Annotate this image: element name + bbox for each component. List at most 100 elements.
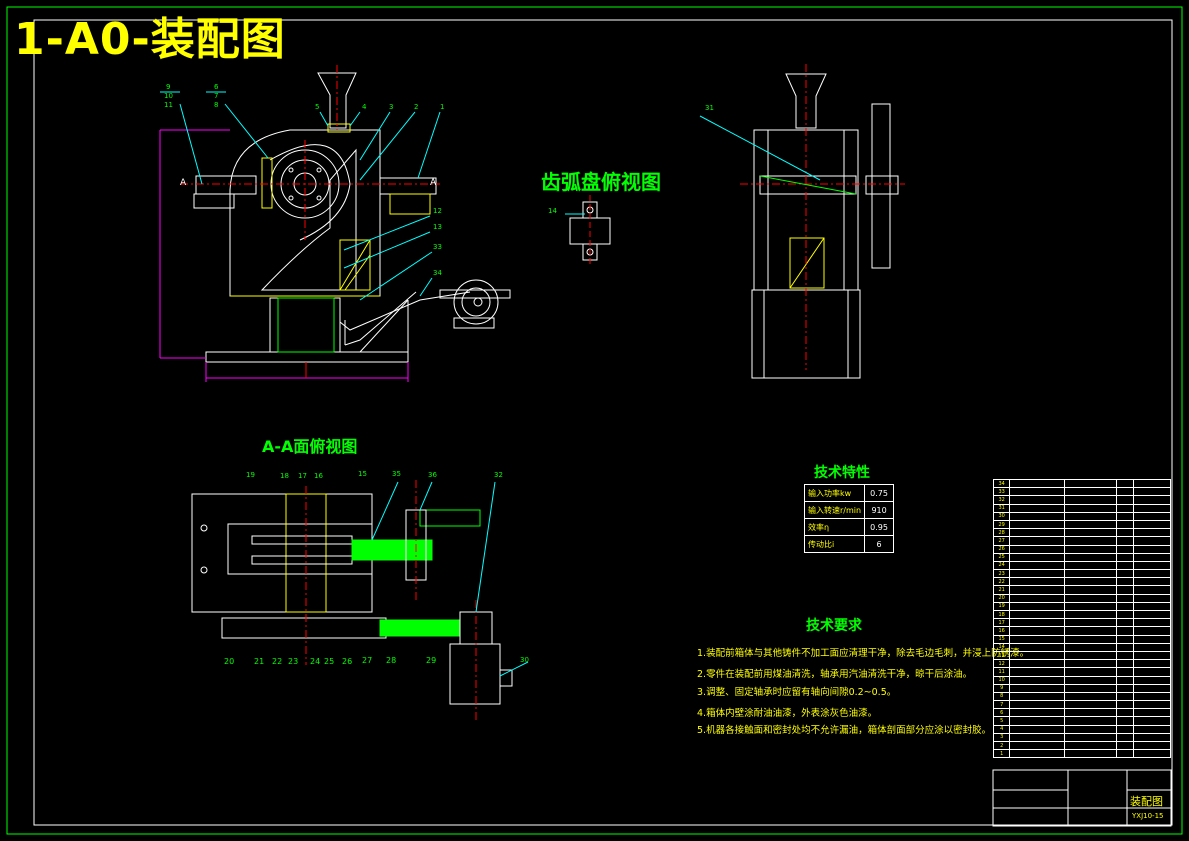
bom-cell-r [1132,700,1172,710]
bom-cell-r [1132,618,1172,628]
bom-cell-n: 31 [992,503,1011,513]
section-mark-right: A [430,178,437,188]
bom-cell-n: 11 [992,667,1011,677]
bom-cell-m [1064,478,1118,489]
bom-cell-n: 19 [992,601,1011,612]
bom-cell-m [1064,659,1118,669]
bom-cell-m [1064,601,1118,612]
bom-cell-n: 34 [992,478,1011,489]
bom-cell-r [1132,749,1172,759]
sheet-title: 1-A0-装配图 [14,14,286,65]
bom-cell-q [1116,740,1134,751]
part-label-14: 14 [548,207,557,215]
bom-cell-n: 5 [992,716,1011,726]
part-label-30: 30 [520,656,529,664]
bom-cell-n: 8 [992,691,1011,702]
bom-cell-r [1132,569,1172,579]
bom-cell-n: 29 [992,519,1011,530]
bom-row: 27 [992,536,1172,546]
bom-cell-n: 30 [992,511,1011,521]
bom-cell-r [1132,708,1172,718]
bom-cell-n: 27 [992,536,1011,546]
bom-cell-q [1116,683,1134,693]
bom-cell-m [1064,618,1118,628]
part-label-36: 36 [428,471,437,479]
bom-cell-m [1064,724,1118,734]
part-label-22: 22 [272,657,283,666]
bom-cell-c [1009,732,1066,743]
bom-cell-c [1009,569,1066,579]
bom-cell-q [1116,519,1134,530]
bom-cell-q [1116,691,1134,702]
part-label-35: 35 [392,470,401,478]
bom-cell-r [1132,478,1172,489]
title-block-name: 装配图 [1130,795,1163,808]
bom-row: 31 [992,503,1172,513]
part-label-31: 31 [705,104,714,112]
bom-cell-m [1064,749,1118,759]
bom-cell-c [1009,593,1066,603]
part-label-16: 16 [314,472,323,480]
bom-row: 7 [992,700,1172,710]
tech-req-item-4: 4.箱体内壁涂耐油油漆，外表涂灰色油漆。 [697,708,878,719]
bom-row: 11 [992,667,1172,677]
bom-cell-n: 22 [992,577,1011,587]
bom-cell-q [1116,503,1134,513]
bom-cell-n: 4 [992,724,1011,734]
bom-row: 2 [992,740,1172,751]
bom-cell-c [1009,560,1066,571]
bom-cell-m [1064,716,1118,726]
bom-row: 33 [992,487,1172,497]
bom-row: 1 [992,749,1172,759]
bom-cell-m [1064,495,1118,505]
bom-cell-r [1132,716,1172,726]
part-label-18: 18 [280,472,289,480]
bom-cell-c [1009,519,1066,530]
part-label-9: 9 [166,83,171,91]
bom-cell-m [1064,536,1118,546]
part-label-2: 2 [414,103,419,111]
part-label-1: 1 [440,103,445,111]
bom-cell-n: 25 [992,552,1011,562]
bom-row: 8 [992,691,1172,702]
bom-cell-r [1132,593,1172,603]
part-label-23: 23 [288,657,299,666]
bom-cell-m [1064,593,1118,603]
bom-cell-c [1009,683,1066,693]
bom-cell-r [1132,675,1172,685]
bom-cell-n: 1 [992,749,1011,759]
bom-cell-m [1064,634,1118,644]
bom-cell-m [1064,667,1118,677]
bom-cell-m [1064,609,1118,620]
bom-cell-c [1009,577,1066,587]
arc-plate-view-title: 齿弧盘俯视图 [541,170,661,194]
bom-cell-c [1009,503,1066,513]
bom-cell-m [1064,552,1118,562]
bom-cell-c [1009,536,1066,546]
part-label-26: 26 [342,657,353,666]
bom-row: 19 [992,601,1172,612]
bom-cell-m [1064,569,1118,579]
bom-cell-c [1009,544,1066,554]
bom-cell-n: 28 [992,528,1011,538]
bom-cell-n: 3 [992,732,1011,743]
bom-cell-c [1009,495,1066,505]
part-label-17: 17 [298,472,307,480]
part-label-11: 11 [164,101,173,109]
bom-cell-m [1064,560,1118,571]
part-label-27: 27 [362,656,373,665]
bom-cell-r [1132,642,1172,652]
bom-cell-r [1132,503,1172,513]
part-label-8: 8 [214,101,219,109]
bom-cell-q [1116,536,1134,546]
bom-cell-r [1132,536,1172,546]
bom-cell-c [1009,740,1066,751]
bom-cell-q [1116,667,1134,677]
outer-border [6,6,1183,835]
bom-cell-m [1064,577,1118,587]
bom-cell-q [1116,626,1134,636]
bom-row: 24 [992,560,1172,571]
